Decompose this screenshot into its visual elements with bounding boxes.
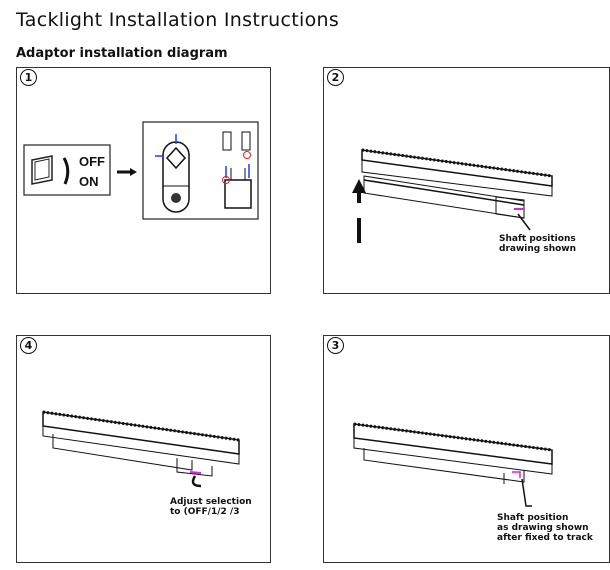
step-number: 2 bbox=[327, 69, 344, 86]
adaptor-switch-diagram bbox=[23, 121, 259, 220]
tacklight-body bbox=[52, 434, 193, 471]
shaft-position-note-line1: Shaft position bbox=[497, 513, 569, 523]
step-number: 1 bbox=[20, 69, 37, 86]
step-1-panel: 1 OFF ON bbox=[16, 67, 271, 294]
selector-highlight bbox=[189, 471, 202, 474]
shaft-position-note-line3: after fixed to track bbox=[497, 533, 593, 543]
tacklight-body bbox=[363, 448, 525, 483]
adjust-selection-note-line1: Adjust selection bbox=[170, 497, 252, 507]
shaft-positions-note-line1: Shaft positions bbox=[499, 234, 576, 244]
step-3-panel: 3 Shaft position as drawing shown after … bbox=[323, 335, 610, 563]
page-title: Tacklight Installation Instructions bbox=[16, 9, 340, 31]
adaptor-detail-box bbox=[142, 121, 259, 220]
track-insertion-diagram bbox=[352, 148, 553, 243]
selection-adjust-diagram bbox=[42, 410, 240, 488]
shaft-highlight bbox=[512, 471, 521, 478]
right-arrow-icon bbox=[130, 168, 137, 176]
step-4-panel: 4 Adjust selection to (OFF/1/2 /3 bbox=[16, 335, 271, 563]
fixed-to-track-diagram bbox=[353, 422, 553, 507]
switch-on-label: ON bbox=[79, 174, 99, 189]
rotate-arrow-icon bbox=[191, 475, 202, 488]
marker-circle bbox=[243, 151, 251, 159]
step-number: 3 bbox=[327, 337, 344, 354]
shaft-positions-note-line2: drawing shown bbox=[499, 244, 577, 254]
adaptor-side-icon bbox=[222, 131, 232, 151]
step-number: 4 bbox=[20, 337, 37, 354]
section-subtitle: Adaptor installation diagram bbox=[16, 46, 228, 61]
rotate-arrow-icon bbox=[62, 157, 70, 185]
track-rail bbox=[353, 423, 553, 465]
switch-off-label: OFF bbox=[79, 154, 105, 169]
step-2-panel: 2 Shaft positions drawing shown bbox=[323, 67, 610, 294]
shaft-position-note-line2: as drawing shown bbox=[497, 523, 589, 533]
adjust-selection-note-line2: to (OFF/1/2 /3 bbox=[170, 507, 240, 517]
switch-box bbox=[23, 144, 111, 196]
track-rail bbox=[42, 411, 240, 455]
switch-icon bbox=[31, 155, 53, 185]
